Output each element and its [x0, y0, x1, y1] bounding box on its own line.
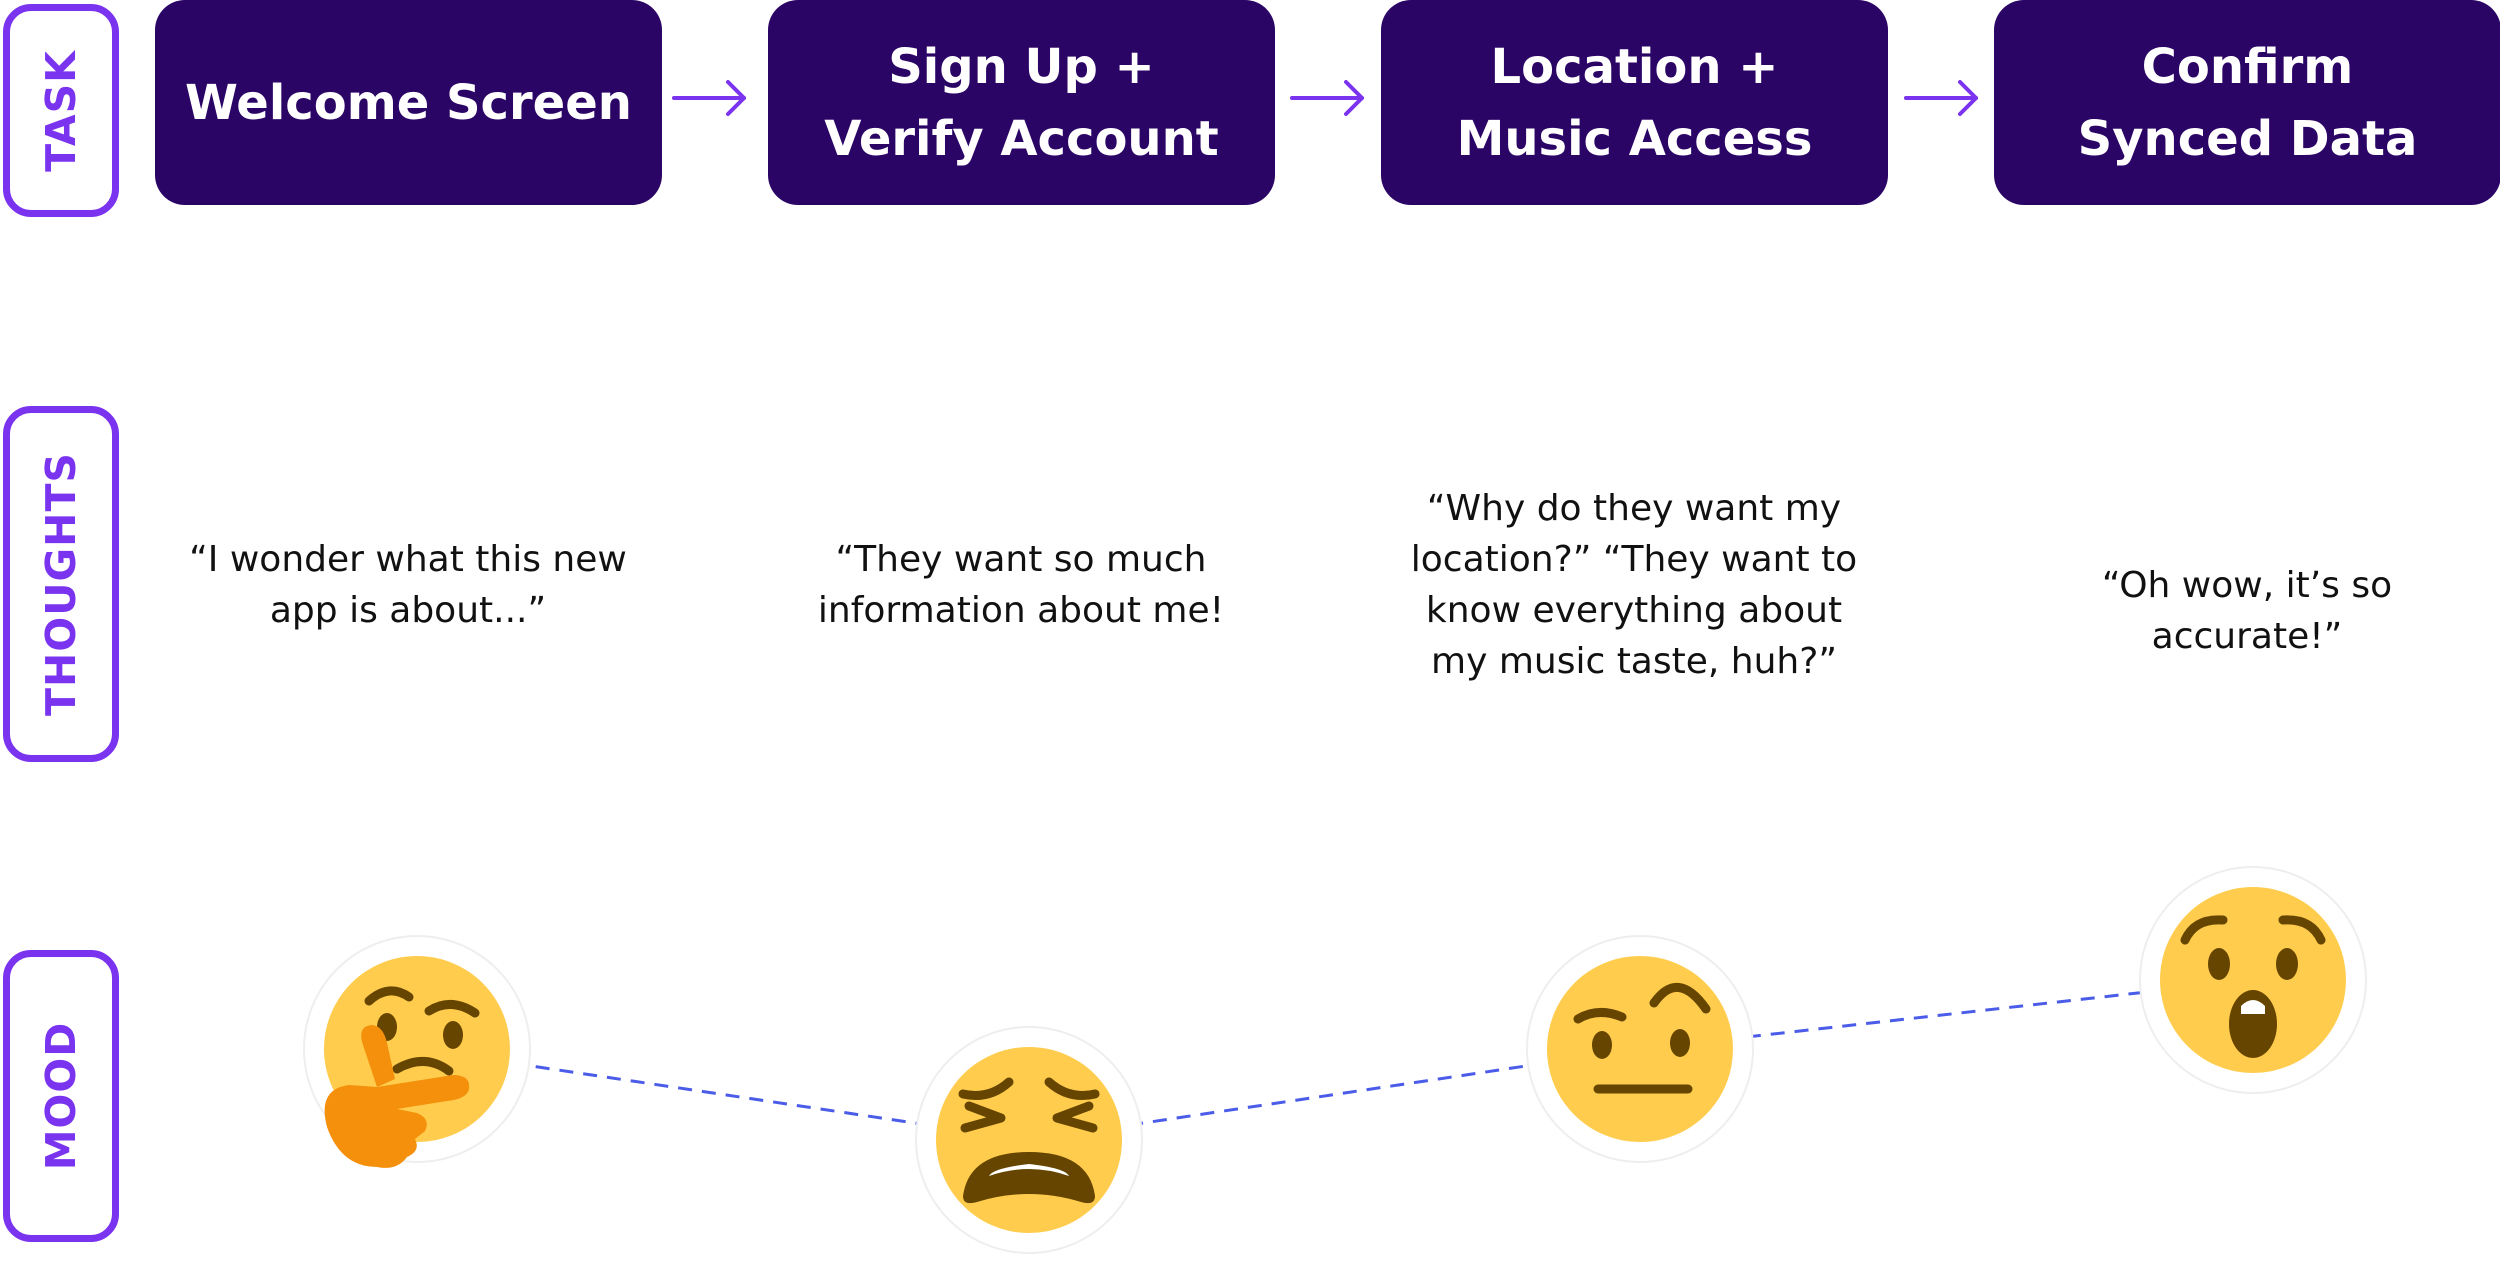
task-confirm-synced: Confirm Synced Data — [1994, 0, 2500, 205]
row-label-mood: MOOD — [3, 950, 119, 1242]
mood-line — [416, 978, 2254, 1142]
task-title-line1: Location + — [1490, 38, 1779, 95]
arrow-right-icon — [1290, 80, 1364, 116]
thought-confirm: “Oh wow, it’s so accurate!” — [2101, 565, 2393, 657]
arrow-right-icon — [672, 80, 746, 116]
face-with-raised-eyebrow-icon — [1526, 935, 1754, 1163]
task-location-music: Location + Music Access — [1381, 0, 1888, 205]
task-title-line2: Synced Data — [2077, 110, 2418, 167]
hushed-face-icon — [2139, 866, 2367, 1094]
task-title-line1: Welcome Screen — [185, 74, 632, 131]
thought-sign-up: “They want so much information about me! — [817, 539, 1225, 631]
task-title-line1: Sign Up + — [888, 38, 1155, 95]
thought-location: “Why do they want my location?” “They wa… — [1410, 488, 1858, 682]
arrow-right-icon — [1904, 80, 1978, 116]
row-label-thoughts: THOUGHTS — [3, 406, 119, 762]
task-title-line2: Verify Account — [824, 110, 1219, 167]
task-sign-up-verify: Sign Up + Verify Account — [768, 0, 1275, 205]
task-title-line1: Confirm — [2141, 38, 2354, 95]
thinking-face-icon — [303, 935, 531, 1168]
thought-welcome: “I wonder what this new app is about...” — [189, 539, 627, 631]
row-label-task: TASK — [3, 4, 119, 217]
task-title-line2: Music Access — [1456, 110, 1813, 167]
weary-face-icon — [915, 1026, 1143, 1254]
task-welcome-screen: Welcome Screen — [155, 0, 662, 205]
